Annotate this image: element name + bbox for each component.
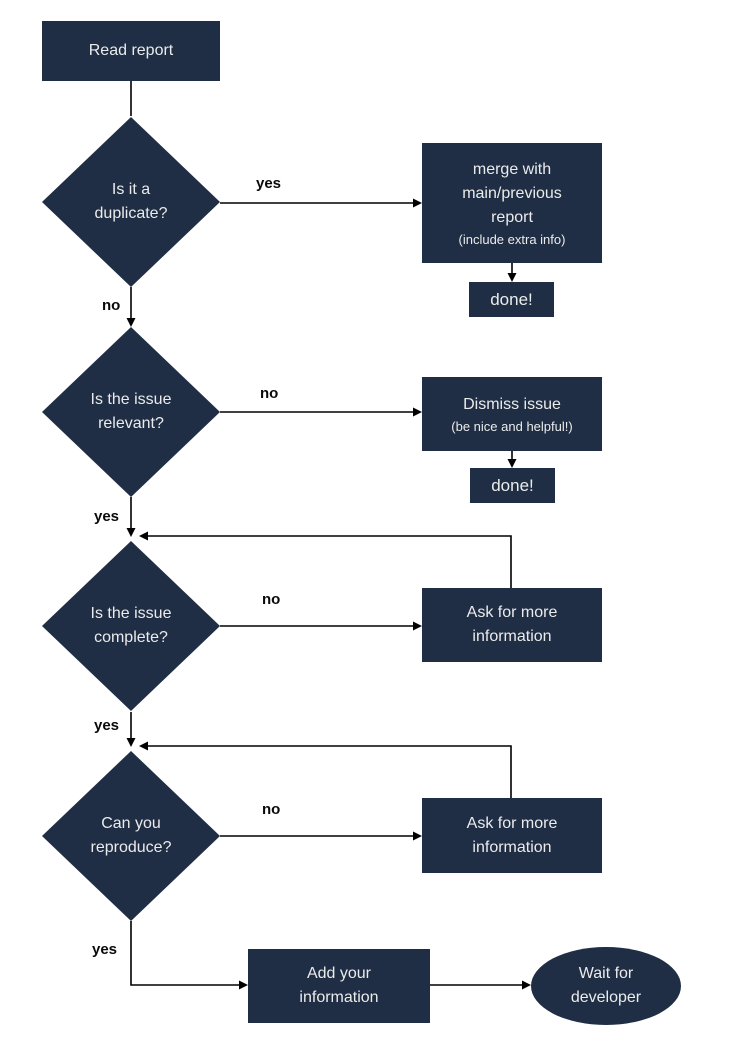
edge-label-relevant-yes: yes	[94, 508, 120, 525]
edge-label-complete-no: no	[262, 591, 281, 608]
node-wait-for-developer: Wait for developer	[531, 947, 681, 1025]
edge-label-complete-yes: yes	[94, 717, 120, 734]
edge-label-reproduce-yes: yes	[92, 941, 118, 958]
node-ask-more-info-2: Ask for more information	[422, 798, 602, 873]
edge-label-duplicate-yes: yes	[256, 175, 282, 192]
node-ask-more-info-1: Ask for more information	[422, 588, 602, 662]
node-dismiss-issue: Dismiss issue (be nice and helpful!)	[422, 377, 602, 451]
edge-reproduce-yes	[130, 921, 248, 990]
node-dismiss-issue-note: (be nice and helpful!)	[451, 418, 573, 434]
node-done-after-merge: done!	[469, 282, 554, 317]
node-merge-report: merge with main/previous report (include…	[422, 143, 602, 263]
edge-label-duplicate-no: no	[102, 297, 121, 314]
node-merge-report-label: merge with main/previous report	[462, 160, 562, 226]
edge-ask1-loopback	[139, 531, 512, 588]
node-done-after-dismiss: done!	[470, 468, 555, 503]
node-merge-report-note: (include extra info)	[458, 231, 566, 247]
node-dismiss-issue-label: Dismiss issue	[463, 395, 561, 413]
edge-ask2-loopback	[139, 741, 512, 798]
node-read-report: Read report	[42, 21, 220, 81]
edge-label-relevant-no: no	[260, 385, 279, 402]
node-add-information: Add your information	[248, 949, 430, 1023]
edge-label-reproduce-no: no	[262, 801, 281, 818]
